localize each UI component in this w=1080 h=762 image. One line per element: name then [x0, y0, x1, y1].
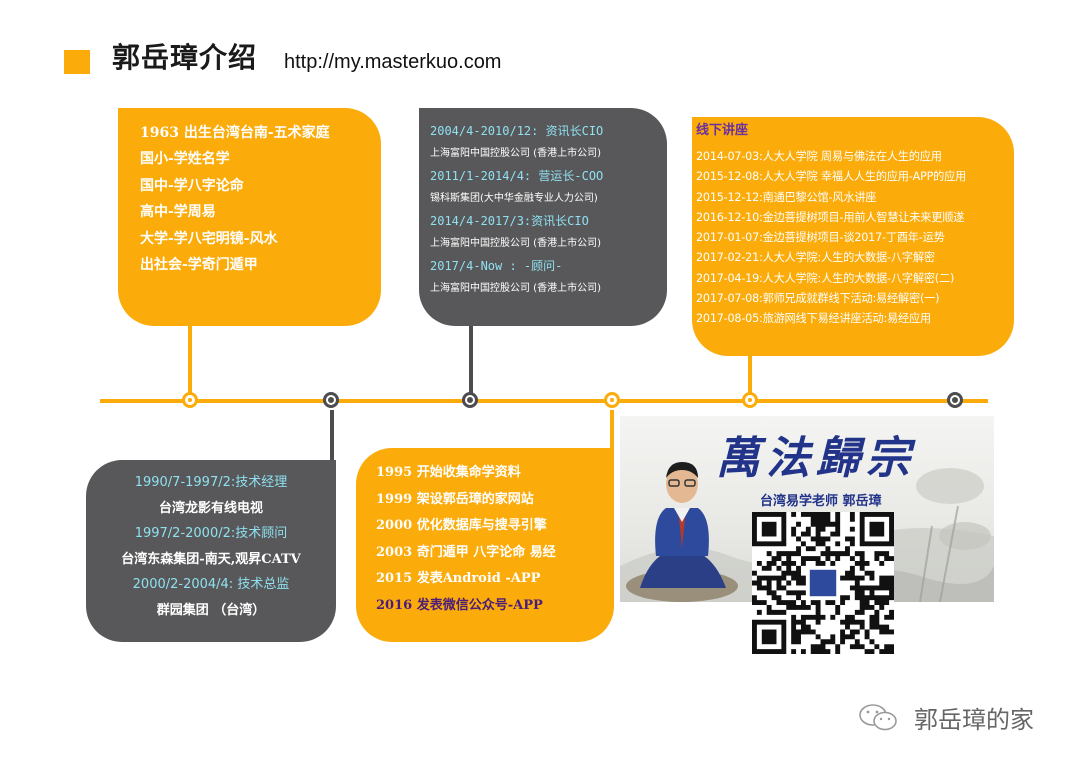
career-period: 1990/7-1997/2:技术经理: [134, 475, 288, 490]
project-line: 2000 优化数据库与搜寻引擎: [376, 518, 547, 534]
timeline-node-projects: [604, 392, 620, 408]
portrait-image: [626, 462, 738, 602]
career-period: 2014/4-2017/3:资讯长CIO: [430, 214, 589, 228]
timeline-node-education: [182, 392, 198, 408]
timeline-node-career-late: [462, 392, 478, 408]
timeline-node-end: [947, 392, 963, 408]
timeline-node-lectures: [742, 392, 758, 408]
career-late-box: 2004/4-2010/12: 资讯长CIO 上海富阳中国控股公司 (香港上市公…: [419, 108, 667, 326]
timeline-stem-career-early: [330, 410, 334, 460]
career-company: 上海富阳中国控股公司 (香港上市公司): [430, 148, 601, 159]
title-square-marker: [64, 50, 90, 74]
timeline-stem-projects: [610, 410, 614, 448]
career-company: 上海富阳中国控股公司 (香港上市公司): [430, 238, 601, 249]
career-company: 台湾东森集团-南天,观昇CATV: [121, 551, 301, 567]
career-period: 2004/4-2010/12: 资讯长CIO: [430, 124, 604, 138]
career-period: 1997/2-2000/2:技术顾问: [134, 526, 288, 541]
banner-subtitle: 台湾易学老师 郭岳璋: [760, 494, 882, 509]
career-period: 2017/4-Now : -顾问-: [430, 259, 563, 273]
education-line: 1963 出生台湾台南-五术家庭: [140, 125, 330, 141]
career-early-box: 1990/7-1997/2:技术经理 台湾龙影有线电视 1997/2-2000/…: [86, 460, 336, 642]
lecture-item: 2017-08-05:旅游网线下易经讲座活动:易经应用: [696, 312, 931, 326]
lecture-item: 2017-02-21:人大人学院:人生的大数据-八字解密: [696, 251, 935, 265]
education-line: 出社会-学奇门遁甲: [140, 257, 258, 274]
project-line: 2015 发表Android -APP: [376, 571, 541, 587]
lecture-item: 2014-07-03:人大人学院 周易与佛法在人生的应用: [696, 150, 942, 163]
lecture-item: 2017-01-07:金边菩提树项目-谈2017-丁酉年-运势: [696, 231, 945, 245]
education-line: 大学-学八宅明镜-风水: [140, 230, 278, 247]
project-line: 1995 开始收集命学资料: [376, 465, 521, 480]
lectures-box: 线下讲座 2014-07-03:人大人学院 周易与佛法在人生的应用 2015-1…: [692, 117, 1014, 356]
career-period: 2000/2-2004/4: 技术总监: [132, 577, 290, 592]
timeline-stem-lectures: [748, 356, 752, 394]
timeline-node-career-early: [323, 392, 339, 408]
lectures-title: 线下讲座: [696, 123, 749, 138]
lecture-item: 2017-04-19:人大人学院:人生的大数据-八字解密(二): [696, 271, 955, 285]
timeline-stem-career-late: [469, 326, 473, 394]
project-line: 1999 架设郭岳璋的家网站: [376, 491, 534, 507]
career-company: 群园集团 （台湾）: [156, 602, 266, 618]
career-period: 2011/1-2014/4: 营运长-COO: [430, 169, 604, 183]
career-company: 台湾龙影有线电视: [158, 500, 263, 516]
footer-account-name: 郭岳璋的家: [914, 706, 1034, 734]
project-line: 2016 发表微信公众号-APP: [376, 597, 543, 613]
page-url[interactable]: http://my.masterkuo.com: [284, 51, 502, 73]
timeline-line: [100, 399, 988, 403]
education-box: 1963 出生台湾台南-五术家庭 国小-学姓名学 国中-学八字论命 高中-学周易…: [118, 108, 381, 326]
banner-calligraphy: 萬法歸宗: [716, 433, 916, 484]
education-line: 国小-学姓名学: [140, 151, 230, 168]
page-title: 郭岳璋介绍: [112, 41, 258, 74]
timeline-stem-education: [188, 326, 192, 394]
career-company: 上海富阳中国控股公司 (香港上市公司): [430, 283, 601, 294]
education-line: 国中-学八字论命: [140, 177, 244, 194]
lecture-item: 2015-12-08:人大人学院 幸福人人生的应用-APP的应用: [696, 170, 967, 184]
wechat-icon: [859, 704, 897, 731]
career-company: 锡科斯集团(大中华金融专业人力公司): [430, 193, 598, 204]
lecture-item: 2015-12-12:南通巴黎公馆-风水讲座: [696, 190, 877, 204]
lecture-item: 2016-12-10:金边菩提树项目-用前人智慧让未来更顺遂: [696, 210, 965, 224]
profile-banner: 萬法歸宗 台湾易学老师 郭岳璋: [620, 416, 994, 602]
qr-code-icon[interactable]: [752, 512, 894, 654]
education-line: 高中-学周易: [140, 204, 216, 221]
lecture-item: 2017-07-08:郭师兄成就群线下活动:易经解密(一): [696, 292, 940, 306]
project-line: 2003 奇门遁甲 八字论命 易经: [376, 544, 556, 560]
projects-box: 1995 开始收集命学资料 1999 架设郭岳璋的家网站 2000 优化数据库与…: [356, 448, 614, 642]
